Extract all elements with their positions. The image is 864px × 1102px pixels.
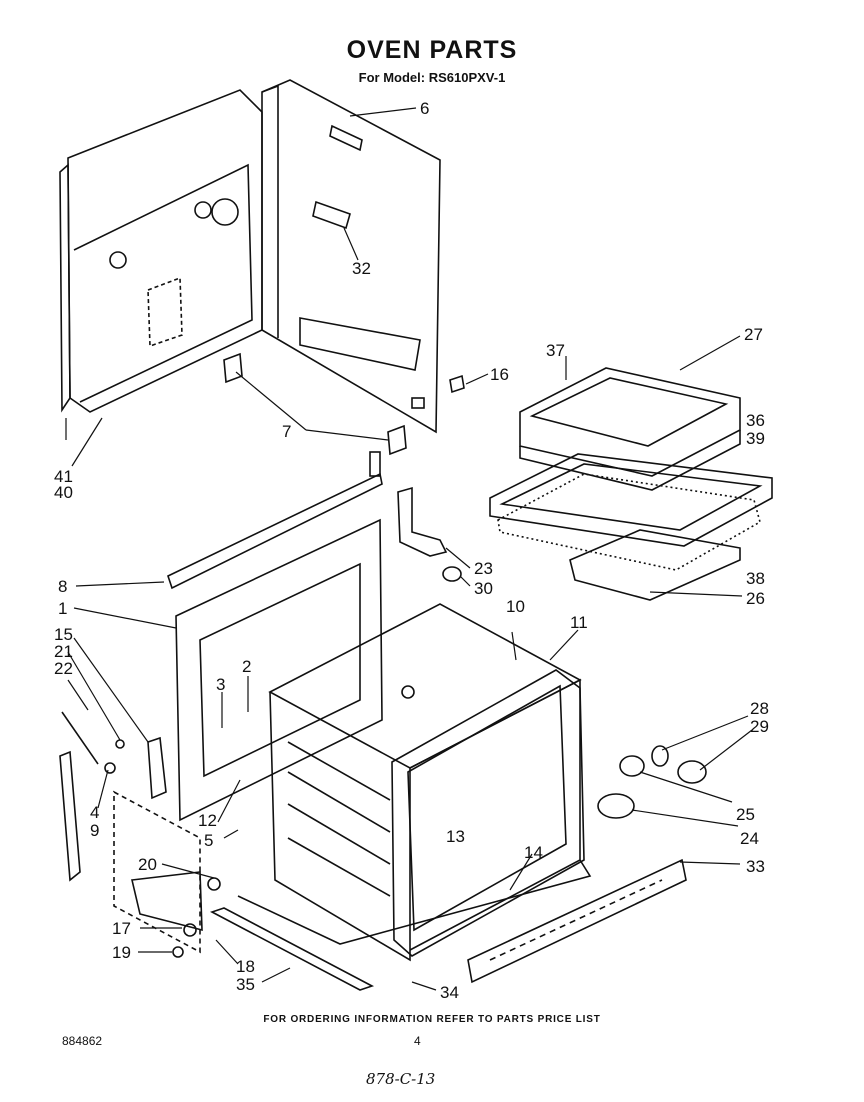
callout-19: 19 bbox=[112, 943, 131, 962]
callout-41: 41 bbox=[54, 467, 73, 486]
publication-number: 884862 bbox=[62, 1034, 103, 1048]
callout-9: 9 bbox=[90, 821, 99, 840]
callout-34: 35 bbox=[236, 975, 255, 994]
callout-2: 2 bbox=[242, 657, 251, 676]
callout-17: 17 bbox=[112, 919, 131, 938]
handwritten-note: 878-C-13 bbox=[366, 1070, 436, 1088]
callout-36: 36 bbox=[746, 411, 765, 430]
callout-29: 29 bbox=[750, 717, 769, 736]
callout-18: 18 bbox=[236, 957, 255, 976]
callout-8: 8 bbox=[58, 577, 67, 596]
bracket-16 bbox=[449, 374, 465, 394]
bottom-trim-and-grille bbox=[209, 858, 687, 991]
callout-30: 30 bbox=[474, 579, 493, 598]
clip-7a bbox=[223, 352, 243, 384]
callout-21: 21 bbox=[54, 642, 73, 661]
callout-38: 38 bbox=[746, 569, 765, 588]
callout-4: 4 bbox=[90, 803, 99, 822]
callout-16: 16 bbox=[490, 365, 509, 384]
callout-10: 10 bbox=[506, 597, 525, 616]
model-subtitle: For Model: RS610PXV-1 bbox=[358, 70, 506, 85]
broiler-pan-and-racks bbox=[489, 367, 773, 601]
callout-22: 22 bbox=[54, 659, 73, 678]
callout-13: 13 bbox=[446, 827, 465, 846]
oven-lamp-assembly bbox=[597, 745, 707, 819]
callout-32: 32 bbox=[352, 259, 371, 278]
callout-5: 5 bbox=[204, 831, 213, 850]
page-number: 4 bbox=[414, 1034, 421, 1048]
callout-6: 6 bbox=[420, 99, 429, 118]
callout-7: 7 bbox=[282, 422, 291, 441]
vent-tube bbox=[397, 486, 448, 557]
exploded-parts-diagram: 6 32 7 16 41 40 27 37 36 39 38 26 23 30 … bbox=[54, 79, 773, 1002]
callout-20: 20 bbox=[138, 855, 157, 874]
oven-cavity bbox=[268, 603, 585, 962]
clip-7b bbox=[387, 424, 407, 456]
callout-27: 27 bbox=[744, 325, 763, 344]
rear-panel bbox=[261, 79, 441, 434]
page-title: OVEN PARTS bbox=[346, 36, 518, 64]
callout-24: 24 bbox=[740, 829, 759, 848]
callout-37: 37 bbox=[546, 341, 565, 360]
callout-33: 34 bbox=[440, 983, 459, 1002]
hinge-lock-parts bbox=[59, 711, 221, 958]
callout-26: 26 bbox=[746, 589, 765, 608]
callout-3: 3 bbox=[216, 675, 225, 694]
callout-1: 1 bbox=[58, 599, 67, 618]
vent-fitting bbox=[442, 566, 462, 582]
callout-23: 23 bbox=[474, 559, 493, 578]
callout-labels: 6 32 7 16 41 40 27 37 36 39 38 26 23 30 … bbox=[54, 99, 769, 1002]
trim-tab bbox=[369, 451, 381, 477]
callout-35: 33 bbox=[746, 857, 765, 876]
ordering-note: FOR ORDERING INFORMATION REFER TO PARTS … bbox=[263, 1014, 601, 1025]
callout-15: 15 bbox=[54, 625, 73, 644]
callout-11: 11 bbox=[570, 613, 588, 632]
callout-39: 39 bbox=[746, 429, 765, 448]
outer-side-panel bbox=[59, 89, 263, 413]
callout-25: 25 bbox=[736, 805, 755, 824]
callout-leaders bbox=[65, 107, 753, 991]
callout-14: 14 bbox=[524, 843, 543, 862]
front-frame bbox=[175, 518, 383, 822]
top-trim-strip bbox=[167, 472, 383, 590]
callout-12: 12 bbox=[198, 811, 217, 830]
callout-28: 28 bbox=[750, 699, 769, 718]
callout-40: 40 bbox=[54, 483, 73, 502]
